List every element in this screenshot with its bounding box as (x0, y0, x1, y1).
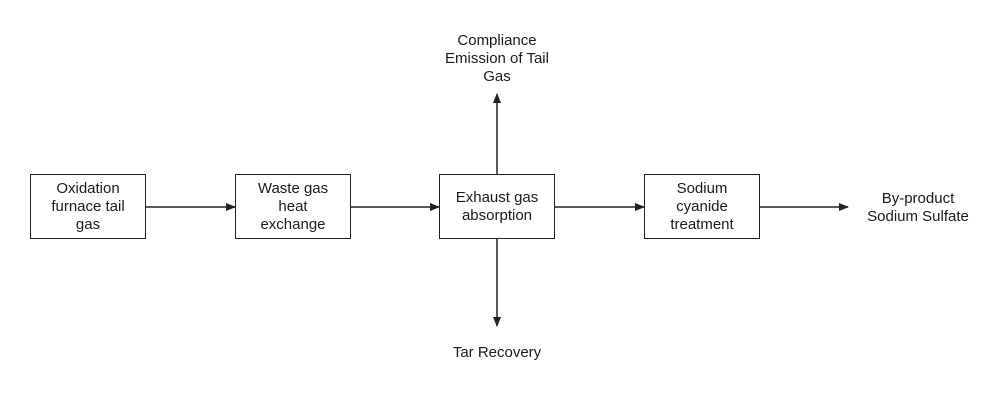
output-tar-recovery: Tar Recovery (427, 344, 567, 362)
node-line: gas (75, 215, 101, 233)
node-oxidation-furnace-tail-gas: Oxidation furnace tail gas (30, 174, 146, 239)
output-line: Gas (483, 68, 511, 85)
output-line: Compliance (457, 32, 537, 49)
output-compliance-emission: Compliance Emission of Tail Gas (427, 32, 567, 86)
output-line: By-product (881, 190, 955, 207)
node-line: furnace tail (51, 197, 125, 215)
node-waste-gas-heat-exchange: Waste gas heat exchange (235, 174, 351, 239)
node-line: Sodium (676, 179, 728, 197)
node-line: Oxidation (56, 179, 120, 197)
node-line: Waste gas (257, 179, 329, 197)
output-line: Sodium Sulfate (867, 208, 969, 225)
output-line: Tar Recovery (452, 344, 542, 361)
node-line: cyanide (676, 197, 728, 215)
output-line: Emission of Tail (445, 50, 549, 67)
node-line: exchange (260, 215, 326, 233)
node-line: treatment (670, 215, 734, 233)
node-line: heat (278, 197, 308, 215)
output-byproduct-sodium-sulfate: By-product Sodium Sulfate (848, 190, 988, 226)
node-exhaust-gas-absorption: Exhaust gas absorption (439, 174, 555, 239)
node-sodium-cyanide-treatment: Sodium cyanide treatment (644, 174, 760, 239)
node-line: absorption (461, 206, 533, 224)
node-line: Exhaust gas (455, 188, 539, 206)
